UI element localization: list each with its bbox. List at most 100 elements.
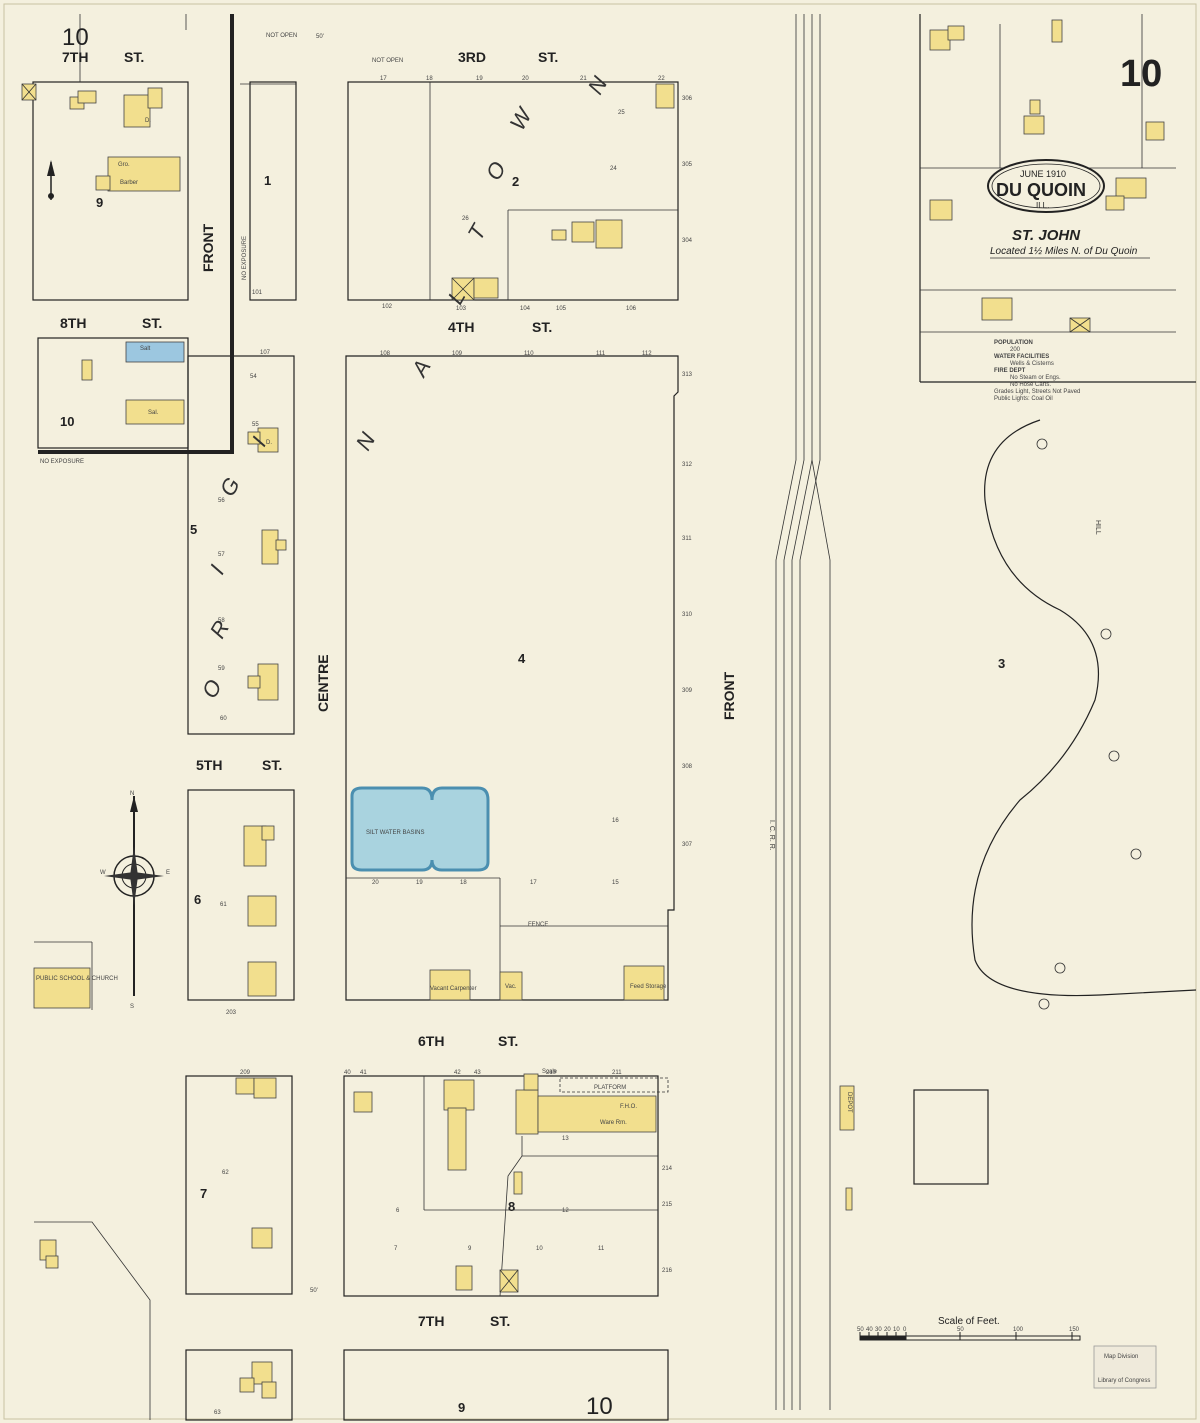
- fire-value-2: No Hose Carts.: [1010, 382, 1051, 388]
- lot-111: 111: [596, 351, 606, 357]
- compass-n: N: [130, 791, 134, 797]
- block-1: 1 NOT OPEN 50' 101 NO EXPOSURE: [240, 33, 324, 301]
- building: [981, 297, 1013, 321]
- building: [947, 25, 965, 41]
- building: [247, 675, 261, 689]
- lot-304: 304: [682, 238, 693, 244]
- building: [523, 1073, 539, 1091]
- building: [253, 1077, 277, 1099]
- scale-tick-label: 20: [884, 1327, 891, 1333]
- block-7-outline: [185, 1075, 293, 1295]
- not-open-label-2: NOT OPEN: [372, 58, 403, 64]
- building: [247, 895, 277, 927]
- lot-203: 203: [226, 1010, 237, 1016]
- block-2: 3RD ST. NOT OPEN 2 17 18 19 20 21 22 25 …: [347, 49, 693, 312]
- lot-306: 306: [682, 96, 693, 102]
- block-3: 3 HILL DEPOT: [839, 419, 1197, 1211]
- public-school-building: PUBLIC SCHOOL & CHURCH: [33, 941, 118, 1010]
- street-st-4th: ST.: [532, 319, 552, 335]
- school-label: PUBLIC SCHOOL & CHURCH: [36, 976, 118, 982]
- block-5: 5 107 54 55 56 57 58 59 60 D.: [187, 350, 295, 735]
- label-sal: Sal.: [148, 410, 159, 416]
- street-5th: 5TH: [196, 757, 222, 773]
- building: [275, 539, 287, 551]
- building-warehouse: [537, 1095, 657, 1133]
- building: [447, 1107, 467, 1171]
- lot-313: 313: [682, 372, 693, 378]
- label-dwelling: D.: [145, 118, 151, 124]
- label-platform: PLATFORM: [594, 1085, 626, 1091]
- north-arrow-head: [47, 160, 55, 176]
- label-warehouse: Ware Rm.: [600, 1120, 627, 1126]
- not-open-label-1: NOT OPEN: [266, 33, 297, 39]
- lot-9: 9: [468, 1246, 472, 1252]
- lot-310: 310: [682, 612, 693, 618]
- lot-61: 61: [220, 902, 227, 908]
- water-value: Wells & Cisterns: [1010, 361, 1054, 367]
- lot-25: 25: [618, 110, 625, 116]
- no-exposure-label: NO EXPOSURE: [40, 459, 84, 465]
- compass-e: E: [166, 870, 170, 876]
- stamp-line-1: Map Division: [1104, 1354, 1138, 1360]
- scale-tick-label: 30: [875, 1327, 882, 1333]
- building-feed-storage: [623, 965, 665, 1001]
- building: [595, 219, 623, 249]
- building: [929, 29, 951, 51]
- lot-57: 57: [218, 552, 225, 558]
- lot-20: 20: [522, 76, 529, 82]
- lot-outline: [913, 1089, 989, 1185]
- block-8-outline: [343, 1075, 659, 1297]
- building: [571, 221, 595, 243]
- lot-19b: 19: [416, 880, 423, 886]
- lot-18: 18: [426, 76, 433, 82]
- title-oval: [987, 159, 1105, 213]
- label-scale: Scale: [542, 1069, 558, 1075]
- lot-63: 63: [214, 1410, 221, 1416]
- building: [551, 229, 567, 241]
- lot-210: 210: [546, 1070, 557, 1076]
- lot-18b: 18: [460, 880, 467, 886]
- street-3rd: 3RD: [458, 49, 486, 65]
- street-centre: CENTRE: [315, 654, 331, 712]
- lot-307: 307: [682, 842, 693, 848]
- block-8: PLATFORM F.H.O. Ware Rm. Scale 8 40 41 4…: [343, 1069, 673, 1297]
- lot-311: 311: [682, 536, 692, 542]
- building: [1115, 177, 1147, 199]
- lot-42: 42: [454, 1070, 461, 1076]
- stamp-line-2: Library of Congress: [1098, 1378, 1150, 1384]
- building: [261, 825, 275, 841]
- block-6-number: 6: [194, 892, 201, 907]
- building-carpenter-2: [443, 1079, 475, 1111]
- building: [473, 277, 499, 299]
- lot-22: 22: [658, 76, 665, 82]
- lot-110: 110: [524, 351, 534, 357]
- block-9-bottom-outline: [343, 1349, 669, 1421]
- label-fence: FENCE: [528, 922, 548, 928]
- scale-tick-label: 10: [893, 1327, 900, 1333]
- street-7th-top: 7TH: [62, 49, 88, 65]
- lot-309: 309: [682, 688, 693, 694]
- section-boundary: [38, 14, 234, 454]
- building-depot: [839, 1085, 855, 1131]
- hill-label: HILL: [1094, 520, 1101, 535]
- building: [929, 199, 953, 221]
- building-vacant: [499, 971, 523, 1001]
- lot-58: 58: [218, 618, 225, 624]
- lot-308: 308: [682, 764, 693, 770]
- building: [1105, 195, 1125, 211]
- scale-tick-label: 40: [866, 1327, 873, 1333]
- lot-6: 6: [396, 1208, 400, 1214]
- block-6: 6 61 203: [187, 789, 295, 1016]
- lot-7: 7: [394, 1246, 398, 1252]
- block-2-outline: [347, 81, 679, 301]
- label-barber: Barber: [120, 180, 138, 186]
- library-stamp: Map Division Library of Congress: [1093, 1345, 1157, 1389]
- block-9-number: 9: [96, 195, 103, 210]
- block-1-number: 1: [264, 173, 271, 188]
- scale-tick-label: 150: [1069, 1327, 1080, 1333]
- block-5-outline: [187, 355, 295, 735]
- label-freight-house: F.H.O.: [620, 1104, 637, 1110]
